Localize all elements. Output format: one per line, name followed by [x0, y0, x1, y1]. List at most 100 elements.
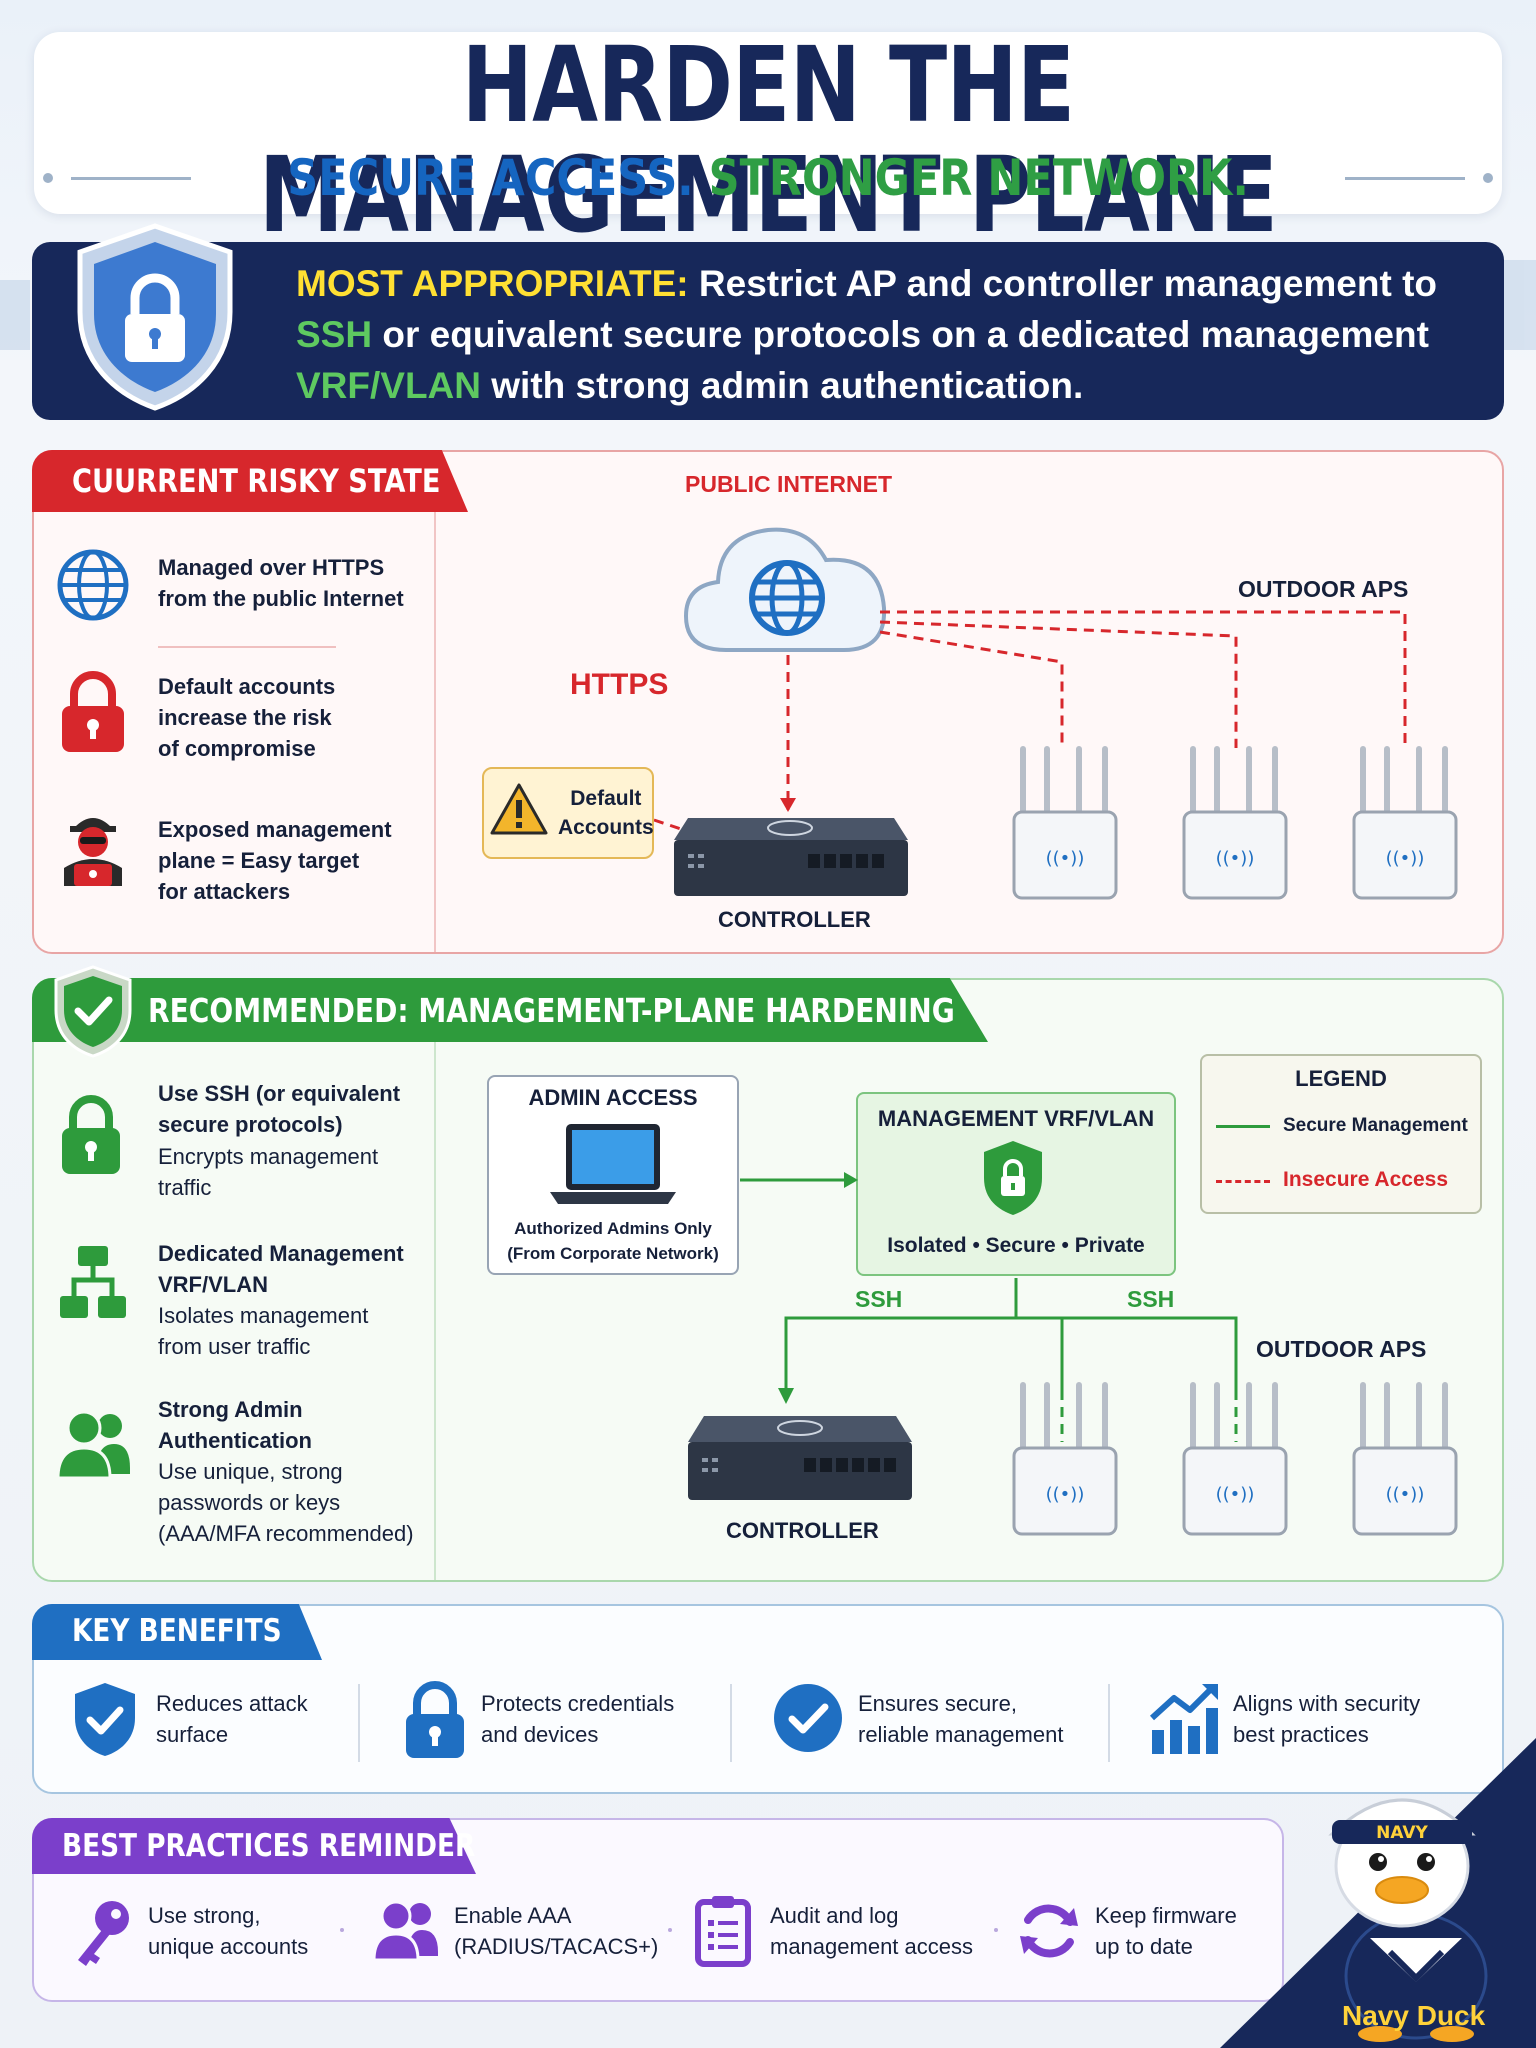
ap1-link	[879, 630, 1064, 748]
vrf-title: MANAGEMENT VRF/VLAN	[877, 1106, 1155, 1131]
rec-item-vrf-title: Dedicated Management VRF/VLAN	[158, 1241, 404, 1297]
subtitle-part-a: SECURE ACCESS.	[287, 149, 694, 207]
warn-link	[653, 818, 691, 834]
lock-icon	[406, 1681, 464, 1758]
legend-insecure-swatch	[1216, 1180, 1270, 1183]
bp-audit-log: Audit and log management access	[770, 1903, 973, 1959]
controller-label: CONTROLLER	[718, 907, 871, 932]
divider	[434, 1040, 436, 1580]
globe-icon	[749, 560, 825, 636]
legend-insecure-label: Insecure Access	[1283, 1168, 1448, 1191]
page-subtitle: SECURE ACCESS. STRONGER NETWORK.	[287, 149, 1249, 207]
warning-line-1: Default	[570, 787, 642, 810]
bp-enable-aaa: Enable AAA (RADIUS/TACACS+)	[454, 1903, 659, 1959]
admin-note-1: Authorized Admins Only	[514, 1219, 712, 1238]
admin-note-2: (From Corporate Network)	[507, 1244, 719, 1263]
warning-icon	[490, 783, 548, 835]
network-icon	[60, 1246, 126, 1318]
legend-secure-label: Secure Management	[1283, 1115, 1468, 1136]
recommended-title: RECOMMENDED: MANAGEMENT-PLANE HARDENING	[148, 991, 955, 1030]
outdoor-ap-device: ((•))	[1012, 1382, 1118, 1536]
header-card	[34, 32, 1502, 214]
key-benefits-tab	[32, 1604, 322, 1660]
shield-lock-icon	[77, 223, 233, 411]
separator	[358, 1684, 360, 1762]
recommended-tab	[32, 978, 988, 1042]
banner-text: MOST APPROPRIATE: Restrict AP and contro…	[296, 258, 1476, 411]
banner-text-1: Restrict AP and controller management to	[688, 263, 1438, 304]
risky-state-tab	[32, 450, 468, 512]
benefit-credentials: Protects credentials and devices	[481, 1691, 675, 1747]
banner-text-2: or equivalent secure protocols on a dedi…	[372, 314, 1429, 355]
shield-check-icon	[54, 965, 132, 1058]
subtitle-row: SECURE ACCESS. STRONGER NETWORK.	[0, 148, 1536, 208]
users-icon	[372, 1900, 438, 1962]
best-practices-tab	[32, 1818, 476, 1874]
rec-item-auth-desc: Use unique, strong passwords or keys (AA…	[158, 1459, 414, 1546]
divider	[434, 452, 436, 952]
mascot-cap-text: NAVY	[1376, 1823, 1428, 1843]
decor-dot	[1483, 173, 1494, 183]
ap3-link	[880, 610, 1407, 748]
risk-item-https: Managed over HTTPS from the public Inter…	[158, 555, 404, 611]
recommendation-banner	[32, 242, 1504, 420]
banner-ssh: SSH	[296, 314, 373, 355]
separator	[668, 1928, 672, 1932]
lock-icon	[62, 671, 124, 752]
svg-text:((•)): ((•))	[1216, 848, 1255, 869]
svg-text:((•)): ((•))	[1386, 1484, 1425, 1505]
svg-text:((•)): ((•))	[1046, 1484, 1085, 1505]
rec-item-ssh-title: Use SSH (or equivalent secure protocols)	[158, 1081, 401, 1137]
navy-duck-mascot: NAVY	[1220, 1738, 1536, 2048]
rec-item-vrf-desc: Isolates management from user traffic	[158, 1303, 369, 1359]
check-circle-icon	[774, 1684, 842, 1752]
shield-check-icon	[75, 1683, 135, 1756]
cloud-icon	[683, 527, 887, 652]
shield-lock-icon	[984, 1141, 1042, 1215]
warning-line-2: Accounts	[558, 816, 654, 839]
ssh-label-right: SSH	[1127, 1286, 1175, 1312]
outdoor-aps-label: OUTDOOR APS	[1238, 576, 1409, 602]
page-title: HARDEN THE MANAGEMENT PLANE	[258, 24, 1278, 256]
risk-item-exposed-plane: Exposed management plane = Easy target f…	[158, 817, 392, 904]
key-icon	[78, 1901, 129, 1966]
https-label: HTTPS	[570, 668, 669, 701]
legend-title: LEGEND	[1295, 1066, 1387, 1091]
chart-up-icon	[1149, 1684, 1218, 1754]
divider	[158, 646, 336, 648]
admin-access-title: ADMIN ACCESS	[528, 1085, 698, 1110]
key-benefits-title: KEY BENEFITS	[72, 1613, 282, 1649]
outdoor-ap-device: ((•))	[1012, 746, 1118, 900]
management-vrf-box	[856, 1092, 1176, 1276]
clipboard-icon	[695, 1896, 751, 1967]
users-icon	[56, 1410, 130, 1480]
banner-text-3: with strong admin authentication.	[481, 365, 1084, 406]
benefit-reliable: Ensures secure, reliable management	[858, 1691, 1064, 1747]
decor-line	[1345, 176, 1466, 180]
legend-box	[1200, 1054, 1482, 1214]
decor-line	[70, 176, 191, 180]
separator	[1108, 1684, 1110, 1762]
benefit-attack-surface: Reduces attack surface	[156, 1691, 308, 1747]
laptop-icon	[550, 1124, 676, 1204]
ssh-label-left: SSH	[855, 1286, 903, 1312]
bp-firmware: Keep firmware up to date	[1095, 1903, 1237, 1959]
svg-text:((•)): ((•))	[1046, 848, 1085, 869]
vrf-subtitle: Isolated • Secure • Private	[887, 1234, 1145, 1257]
outdoor-ap-device: ((•))	[1352, 1382, 1458, 1536]
risk-item-default-accounts: Default accounts increase the risk of co…	[158, 674, 336, 761]
globe-icon	[57, 549, 129, 621]
mascot-name: Navy Duck	[1342, 2000, 1486, 2031]
public-internet-label: PUBLIC INTERNET	[685, 471, 892, 497]
banner-label: MOST APPROPRIATE:	[296, 263, 689, 304]
ap2-link	[879, 620, 1238, 748]
refresh-icon	[1020, 1904, 1078, 1958]
rec-item-auth-title: Strong Admin Authentication	[158, 1397, 312, 1453]
rec-item-ssh-desc: Encrypts management traffic	[158, 1144, 379, 1200]
outdoor-ap-device: ((•))	[1182, 746, 1288, 900]
banner-vrf: VRF/VLAN	[296, 365, 481, 406]
lock-icon	[62, 1095, 120, 1174]
decor-dot	[42, 173, 53, 183]
insecure-connections	[653, 610, 1407, 834]
